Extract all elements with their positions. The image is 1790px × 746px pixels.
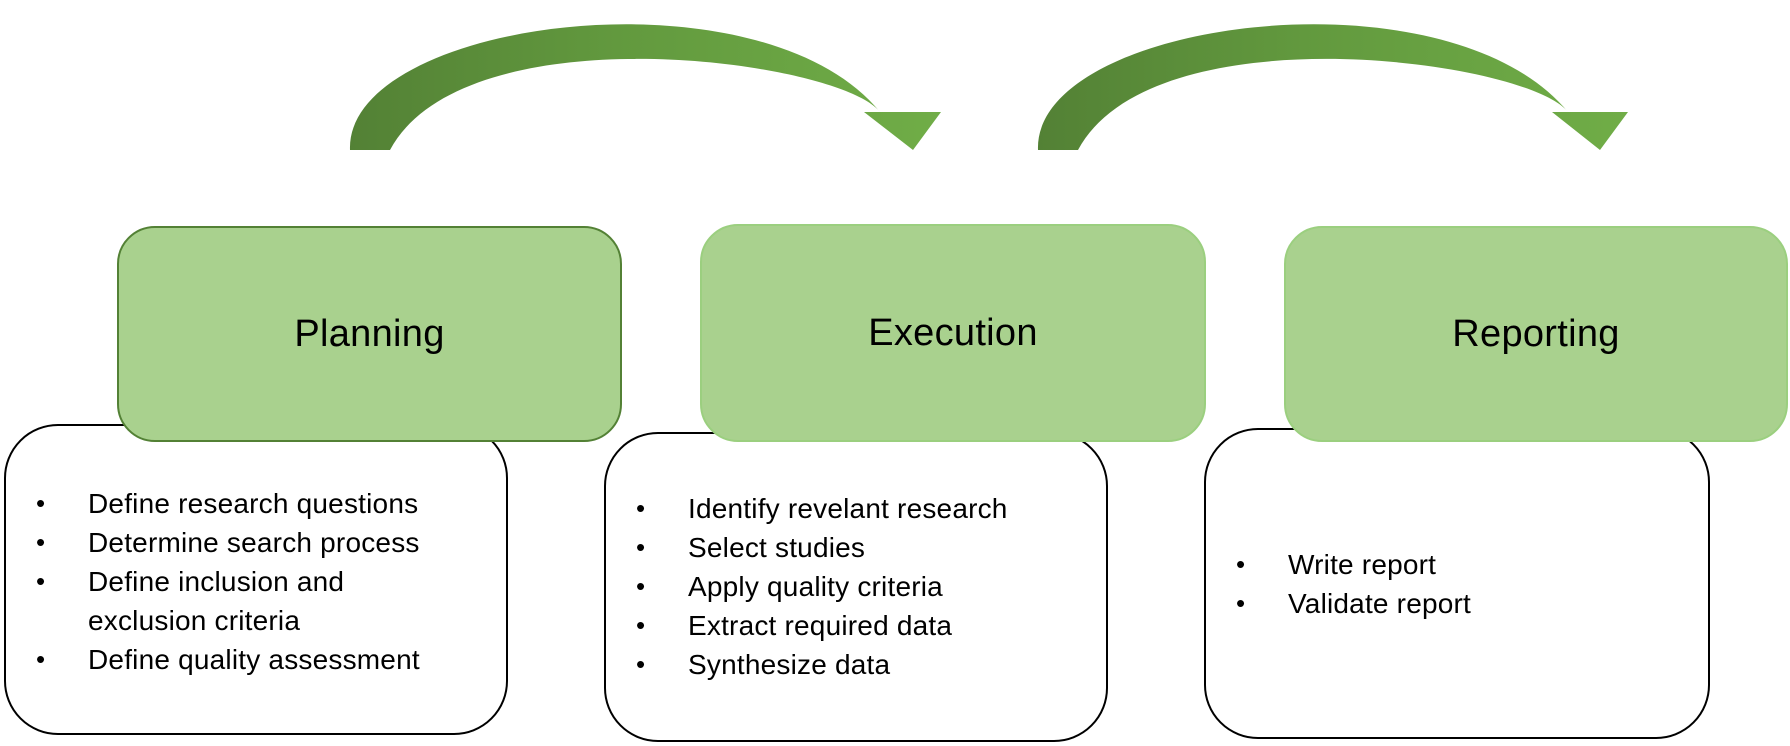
curved-arrow-icon <box>1037 24 1628 150</box>
list-item: Write report <box>1236 545 1471 584</box>
phase-planning: Planning <box>117 226 622 442</box>
phase-label: Planning <box>294 312 445 355</box>
phase-reporting: Reporting <box>1284 226 1788 442</box>
list-item: Apply quality criteria <box>636 567 1008 606</box>
phase-label: Reporting <box>1452 312 1620 355</box>
reporting-steps-list: Write report Validate report <box>1236 545 1471 623</box>
planning-steps-box: Define research questions Determine sear… <box>4 424 508 735</box>
list-item: Define research questions <box>36 484 420 523</box>
curved-arrow-icon <box>349 24 941 150</box>
phase-label: Execution <box>868 311 1038 354</box>
list-item: Define quality assessment <box>36 640 420 679</box>
list-item: Validate report <box>1236 584 1471 623</box>
list-item: Define inclusion and exclusion criteria <box>36 562 378 640</box>
list-item: Select studies <box>636 528 1008 567</box>
reporting-steps-box: Write report Validate report <box>1204 428 1710 739</box>
list-item: Determine search process <box>36 523 420 562</box>
execution-steps-box: Identify revelant research Select studie… <box>604 432 1108 742</box>
list-item: Extract required data <box>636 606 1008 645</box>
list-item: Identify revelant research <box>636 489 1008 528</box>
planning-steps-list: Define research questions Determine sear… <box>36 484 420 679</box>
phase-execution: Execution <box>700 224 1206 442</box>
execution-steps-list: Identify revelant research Select studie… <box>636 489 1008 684</box>
list-item: Synthesize data <box>636 645 1008 684</box>
